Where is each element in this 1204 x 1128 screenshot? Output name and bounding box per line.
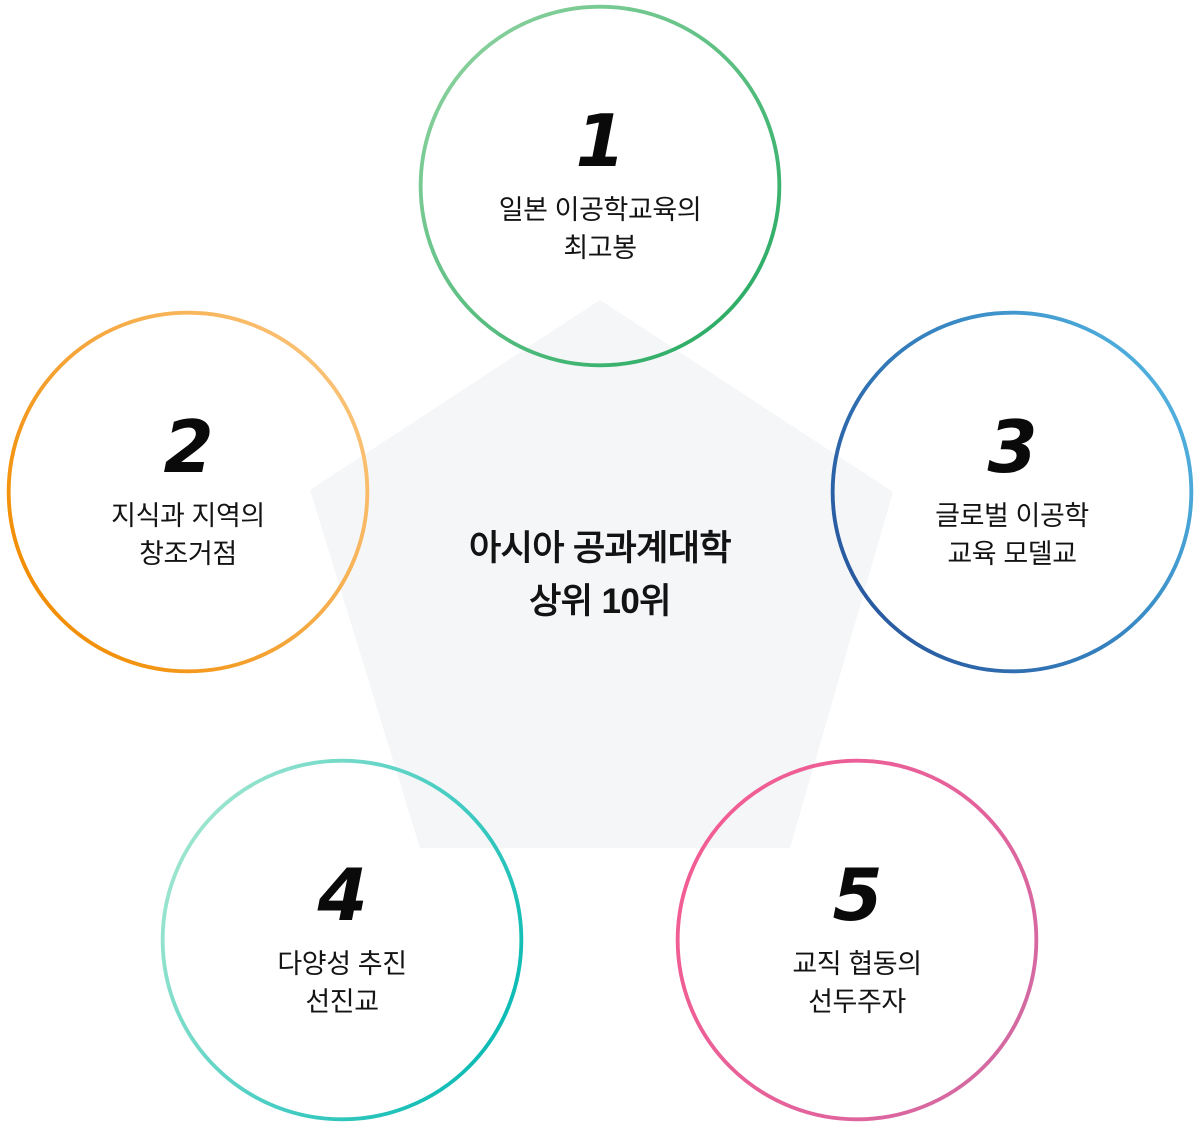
center-title-block: 아시아 공과계대학 상위 10위	[352, 522, 848, 628]
center-title: 아시아 공과계대학 상위 10위	[469, 529, 732, 622]
node-label-2: 지식과 지역의 창조거점	[111, 500, 265, 569]
node-number-1: 1	[575, 98, 625, 183]
circle-content-1: 1 일본 이공학교육의 최고봉	[417, 3, 783, 369]
circle-content-3: 3 글로벌 이공학 교육 모델교	[829, 309, 1195, 675]
node-number-5: 5	[832, 852, 882, 937]
circle-node-5[interactable]: 5 교직 협동의 선두주자	[674, 757, 1040, 1123]
circle-node-1[interactable]: 1 일본 이공학교육의 최고봉	[417, 3, 783, 369]
node-label-1: 일본 이공학교육의 최고봉	[498, 194, 702, 263]
node-number-3: 3	[987, 404, 1037, 489]
node-label-4: 다양성 추진 선진교	[277, 948, 407, 1017]
circle-content-5: 5 교직 협동의 선두주자	[674, 757, 1040, 1123]
circle-content-4: 4 다양성 추진 선진교	[159, 757, 525, 1123]
node-number-2: 2	[163, 404, 213, 489]
circle-node-4[interactable]: 4 다양성 추진 선진교	[159, 757, 525, 1123]
node-label-3: 글로벌 이공학 교육 모델교	[935, 500, 1089, 569]
node-label-5: 교직 협동의 선두주자	[792, 948, 922, 1017]
circle-node-2[interactable]: 2 지식과 지역의 창조거점	[5, 309, 371, 675]
node-number-4: 4	[317, 852, 367, 937]
circle-node-3[interactable]: 3 글로벌 이공학 교육 모델교	[829, 309, 1195, 675]
circle-content-2: 2 지식과 지역의 창조거점	[5, 309, 371, 675]
